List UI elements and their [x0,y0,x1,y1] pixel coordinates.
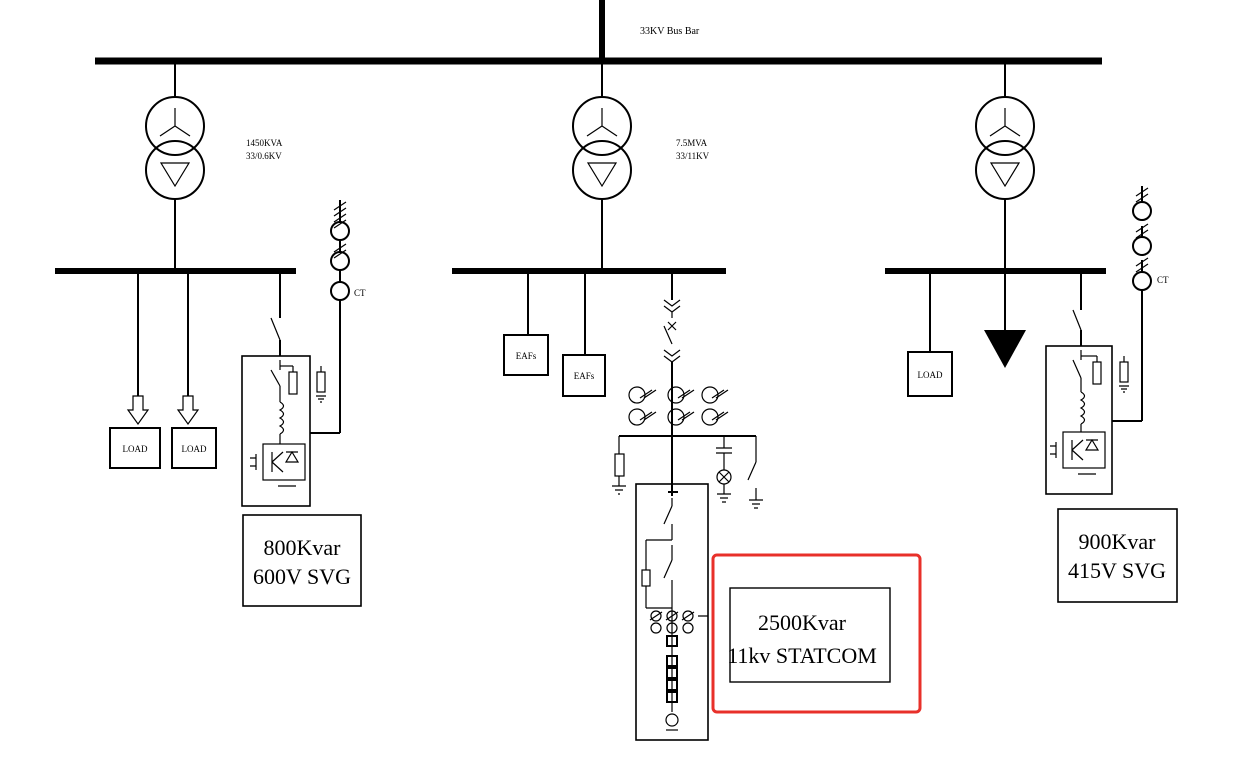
svg-right-line1: 900Kvar [1079,529,1157,554]
svg-box-right: 900Kvar 415V SVG [1057,508,1178,603]
ct-label-right: CT [1157,275,1169,285]
transformer-1: 1450KVA 33/0.6KV [145,64,283,268]
eaf-box-2 [562,354,606,397]
main-bus: 33KV Bus Bar [95,0,1102,65]
svg-left-line1: 800Kvar [264,535,342,560]
load-label-3: LOAD [918,370,943,380]
load-label-1: LOAD [123,444,148,454]
statcom-cabinet [635,483,709,741]
transformer-3 [975,64,1035,268]
eaf-label-2: EAFs [574,371,595,381]
transformer-1-rating: 1450KVA [246,138,283,148]
transformer-2-ratio: 33/11KV [676,151,710,161]
left-loads: LOAD LOAD [109,274,217,469]
transformer-2-rating: 7.5MVA [676,138,708,148]
load-box-3 [907,351,953,397]
transformer-2: 7.5MVA 33/11KV [572,64,710,268]
transformer-1-ratio: 33/0.6KV [246,151,282,161]
load-label-2: LOAD [182,444,207,454]
arrow-load-icon [984,330,1026,368]
svg-right-line2: 415V SVG [1068,558,1166,583]
left-svg-branch: CT [241,200,366,507]
center-eafs: EAFs EAFs [503,274,606,397]
statcom-line2: 11kv STATCOM [727,643,877,668]
eaf-box-1 [503,334,549,376]
load-box-1 [109,427,161,469]
statcom-line1: 2500Kvar [758,610,847,635]
svg-left-line2: 600V SVG [253,564,351,589]
statcom-highlight: 2500Kvar 11kv STATCOM [711,553,922,714]
right-svg-branch: CT [1045,186,1169,495]
load-box-2 [171,427,217,469]
center-statcom-feeder [612,274,763,509]
bus-bar-label: 33KV Bus Bar [640,26,700,37]
ct-label-left: CT [354,288,366,298]
svg-box-left: 800Kvar 600V SVG [242,514,362,607]
eaf-label-1: EAFs [516,351,537,361]
right-loads: LOAD [907,274,1026,397]
